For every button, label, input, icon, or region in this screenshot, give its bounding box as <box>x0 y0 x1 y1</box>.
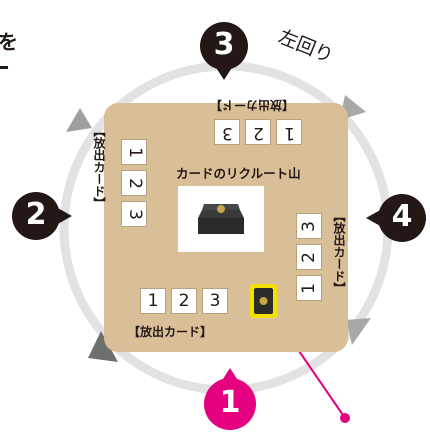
player-1-hand-deck <box>250 284 277 318</box>
card-player-2-3: 3 <box>121 201 147 227</box>
card-player-3-3: 3 <box>214 119 240 145</box>
discard-label-player-4: 【放出カード】 <box>332 210 346 294</box>
discard-label-player-1: 【放出カード】 <box>128 325 213 339</box>
badge-number-4: 4 <box>391 199 413 234</box>
discard-label-player-2: 【放出カード】 <box>92 125 106 209</box>
ring-arrow-upper-left <box>66 108 92 132</box>
badge-number-3: 3 <box>213 27 235 62</box>
card-player-1-1: 1 <box>140 288 166 314</box>
discard-area-player-3: 【放出カード】 <box>210 98 295 112</box>
intro-text: を <box>0 30 18 54</box>
player-badge-1 <box>204 368 256 430</box>
pointer-dot <box>340 413 350 423</box>
card-player-1-2: 2 <box>171 288 197 314</box>
recruit-pile-icon <box>198 204 244 234</box>
discard-label-player-3: 【放出カード】 <box>210 98 295 112</box>
card-player-1-3: 3 <box>202 288 228 314</box>
recruit-pile-label: カードのリクルート山 <box>176 166 301 181</box>
player-badge-2 <box>12 192 72 240</box>
card-player-3-1: 1 <box>276 119 302 145</box>
card-player-4-1: 1 <box>296 275 322 301</box>
card-player-4-3: 3 <box>296 213 322 239</box>
intro-dash <box>0 66 8 69</box>
ring-arrow-lower-left <box>88 331 118 362</box>
card-player-3-2: 2 <box>245 119 271 145</box>
card-player-4-2: 2 <box>296 244 322 270</box>
card-player-2-2: 2 <box>121 170 147 196</box>
ring-arrow-lower-right <box>346 318 371 345</box>
player-badge-4 <box>366 194 426 242</box>
player-badge-3 <box>200 22 248 80</box>
badge-number-2: 2 <box>25 197 47 232</box>
card-player-2-1: 1 <box>121 139 147 165</box>
badge-number-1: 1 <box>219 385 241 420</box>
